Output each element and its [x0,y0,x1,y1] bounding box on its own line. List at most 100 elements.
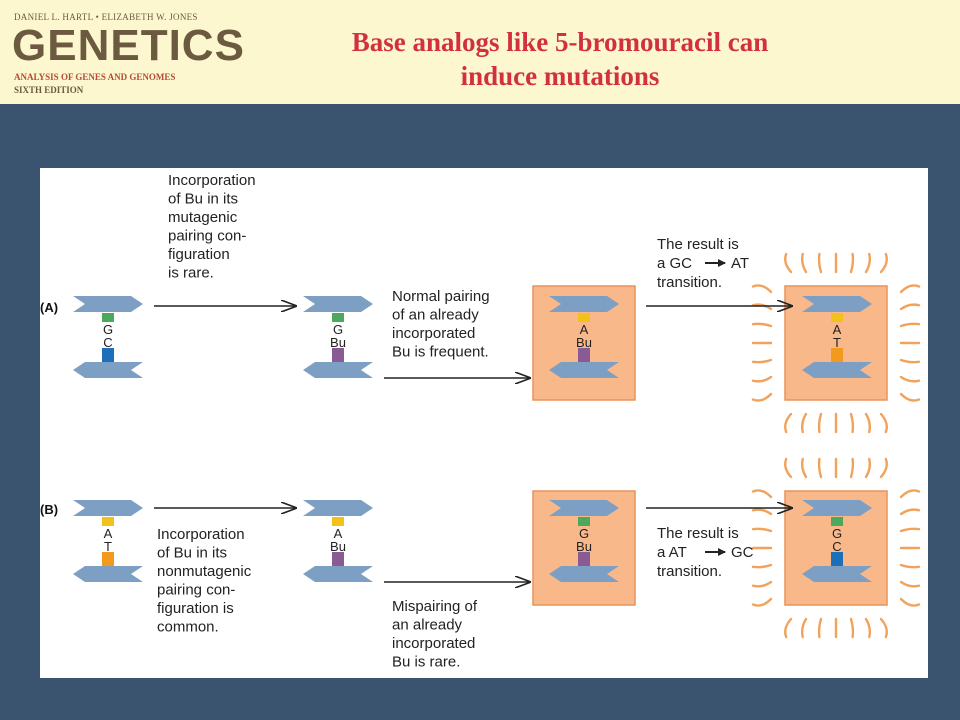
note-line: Normal pairing [392,288,490,305]
note-line: figuration [168,246,230,263]
note-line: an already [392,617,463,634]
top-strand [303,296,373,312]
bottom-base-label: T [833,335,841,350]
row-label-b: (B) [40,502,58,517]
bottom-base-block [831,348,843,362]
note-line: of Bu in its [157,545,227,562]
bottom-strand [73,566,143,582]
ray [899,358,921,364]
ray [879,412,888,434]
bottom-base-block [102,552,114,566]
logo-authors: DANIEL L. HARTL • ELIZABETH W. JONES [14,12,198,22]
base-pair-a4: AT [802,296,872,378]
ray [817,252,823,274]
note-line: The result is [657,236,739,253]
ray [751,580,773,588]
ray [817,457,823,479]
ray [899,375,921,383]
top-base-block [102,517,114,526]
ray [899,508,921,516]
note-line: common. [157,619,219,636]
ray [784,252,793,274]
top-base-label: A [334,526,343,541]
ray [864,252,872,274]
transition-to: AT [731,255,749,272]
book-logo: DANIEL L. HARTL • ELIZABETH W. JONES GEN… [10,8,260,98]
ray [864,457,872,479]
bottom-base-block [578,552,590,566]
bottom-base-block [831,552,843,566]
base-pair-b1: AT [73,500,143,582]
ray [899,322,921,328]
ray [784,457,793,479]
top-strand [73,500,143,516]
note-line: Incorporation [168,172,256,189]
note-line: Incorporation [157,526,245,543]
top-base-block [102,313,114,322]
ray [864,617,872,639]
radiating-lines-a4 [751,252,921,434]
top-base-block [578,517,590,526]
top-strand [549,500,619,516]
top-base-block [332,517,344,526]
ray [751,392,773,402]
bottom-base-label: C [103,335,112,350]
note-line: of an already [392,307,479,324]
ray [879,617,888,639]
bottom-strand [802,362,872,378]
slide-title: Base analogs like 5-bromouracil can indu… [300,25,820,93]
bottom-base-label: T [104,539,112,554]
note-line: pairing con- [168,228,246,245]
top-strand [802,500,872,516]
ray [817,412,823,434]
radiating-lines-b4 [751,457,921,639]
note-line: Bu is frequent. [392,344,489,361]
ray [751,284,773,294]
logo-edition: SIXTH EDITION [14,85,84,95]
top-strand [549,296,619,312]
top-strand [73,296,143,312]
base-pair-a3: ABu [549,296,619,378]
logo-subtitle: ANALYSIS OF GENES AND GENOMES [14,72,176,82]
bottom-base-label: Bu [576,335,592,350]
ray [751,375,773,383]
ray [899,303,921,311]
note-a2: Normal pairing of an alreadyincorporatedB… [392,288,490,361]
bottom-strand [73,362,143,378]
note-line: incorporated [392,635,475,652]
base-pair-a2: GBu [303,296,373,378]
bottom-base-label: Bu [330,335,346,350]
ray [849,252,855,274]
ray [751,489,773,499]
bottom-strand [802,566,872,582]
ray [800,412,808,434]
ray [899,489,921,499]
ray [849,617,855,639]
top-base-label: G [333,322,343,337]
transition-from: a AT [657,544,687,561]
ray [899,580,921,588]
top-base-label: G [103,322,113,337]
note-line: of Bu in its [168,191,238,208]
ray [899,284,921,294]
base-pair-b4: GC [802,500,872,582]
row-label-a: (A) [40,300,58,315]
slide-title-line-2: induce mutations [460,61,660,91]
ray [784,617,793,639]
note-line: incorporated [392,325,475,342]
slide-title-line-1: Base analogs like 5-bromouracil can [351,27,769,57]
transition-to: GC [731,544,754,561]
ray [899,527,921,533]
ray [751,322,773,328]
ray [899,392,921,402]
top-base-label: A [104,526,113,541]
note-line: mutagenic [168,209,238,226]
bottom-base-block [332,348,344,362]
ray [751,527,773,533]
ray [800,457,808,479]
top-base-block [831,313,843,322]
